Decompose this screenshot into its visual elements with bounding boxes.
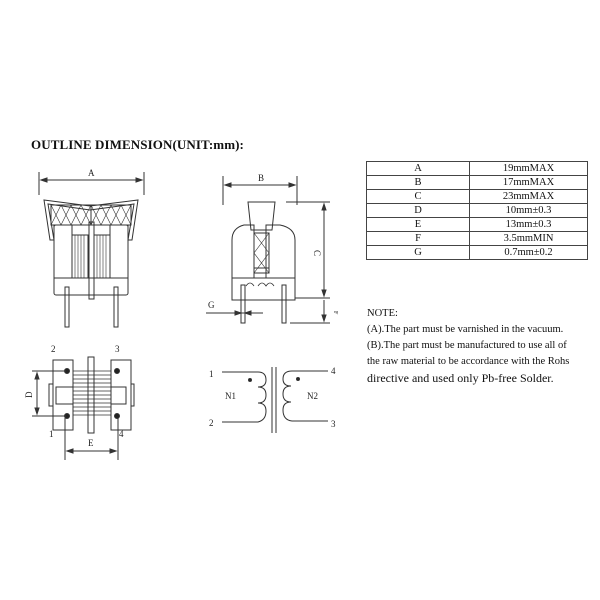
pin-label-1: 1	[49, 429, 54, 439]
front-view-drawing: A	[38, 168, 145, 328]
pin-label-2: 2	[51, 344, 56, 354]
schematic-drawing: 1 2 4 3 N1 N2	[209, 366, 336, 433]
dim-label-e: E	[88, 438, 94, 448]
schem-pin-2: 2	[209, 418, 214, 428]
pin-label-4: 4	[119, 429, 124, 439]
page-title: OUTLINE DIMENSION(UNIT:mm):	[31, 137, 244, 152]
dim-label-a: A	[88, 168, 95, 178]
note-a: (A).The part must be varnished in the va…	[367, 324, 564, 335]
notes-section: NOTE: (A).The part must be varnished in …	[367, 306, 597, 386]
winding-n2-label: N2	[307, 391, 318, 401]
winding-n1-label: N1	[225, 391, 236, 401]
dim-label-d: D	[24, 391, 34, 398]
dim-label-b: B	[258, 173, 264, 183]
note-b-line2: the raw material to be accordance with t…	[367, 356, 570, 367]
dim-label-c: C	[312, 250, 322, 256]
schem-pin-4: 4	[331, 366, 336, 376]
schem-pin-1: 1	[209, 369, 214, 379]
bottom-view-drawing: 2 3 1 4 D E	[24, 344, 135, 460]
dim-label-f: F	[332, 311, 338, 315]
note-b-line3: directive and used only Pb-free Solder.	[367, 371, 554, 385]
schem-pin-3: 3	[331, 419, 336, 429]
note-heading: NOTE:	[367, 308, 398, 319]
pin-label-3: 3	[115, 344, 120, 354]
note-b-line1: (B).The part must be manufactured to use…	[367, 340, 567, 351]
side-view-drawing: B C F G	[206, 173, 338, 324]
dim-label-g: G	[208, 300, 215, 310]
